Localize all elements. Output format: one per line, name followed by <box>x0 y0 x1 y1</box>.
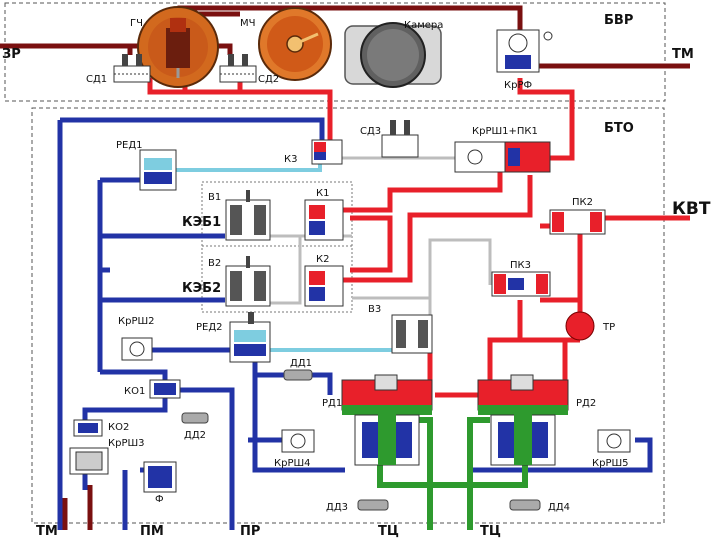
dd4-choke <box>509 499 541 511</box>
label-k2: К2 <box>316 254 329 265</box>
label-pm: ПМ <box>140 524 164 539</box>
label-pk3: ПК3 <box>510 260 531 271</box>
label-tm-top: ТМ <box>672 47 694 62</box>
label-dd2: ДД2 <box>184 430 206 441</box>
label-mch: МЧ <box>240 18 255 29</box>
sd1-valve <box>113 54 151 83</box>
label-tc2: ТЦ <box>480 524 501 539</box>
rd1-unit <box>341 374 433 466</box>
label-bto: БТО <box>604 121 634 136</box>
krsh3-valve <box>69 447 109 475</box>
v1-valve <box>225 190 271 241</box>
label-tm-bottom: ТМ <box>36 524 58 539</box>
k2-valve <box>304 265 344 307</box>
label-k3: К3 <box>284 154 297 165</box>
label-keb1: КЭБ1 <box>182 215 221 230</box>
dd2-choke <box>181 412 209 424</box>
label-kamera: Камера <box>404 20 443 31</box>
v2-valve <box>225 256 271 307</box>
pk2-valve <box>549 209 606 235</box>
red-lines <box>147 60 690 398</box>
krsh1-pk1-valve <box>454 141 551 173</box>
label-v2: В2 <box>208 258 221 269</box>
label-krsh4: КрРШ4 <box>274 458 311 469</box>
label-krsh1-pk1: КрРШ1+ПК1 <box>472 126 538 137</box>
label-krrf: КрРФ <box>504 80 532 91</box>
krsh5-valve <box>597 429 631 453</box>
light-blue-lines <box>155 160 395 352</box>
label-pk2: ПК2 <box>572 197 593 208</box>
v3-valve <box>391 314 433 354</box>
label-tc1: ТЦ <box>378 524 399 539</box>
ko1-valve <box>149 379 181 399</box>
label-f: Ф <box>155 494 164 505</box>
label-pr: ПР <box>240 524 260 539</box>
label-dd4: ДД4 <box>548 502 570 513</box>
label-keb2: КЭБ2 <box>182 281 221 296</box>
dd1-choke <box>283 369 313 381</box>
label-gch: ГЧ <box>130 18 143 29</box>
label-k1: К1 <box>316 188 329 199</box>
krsh4-valve <box>281 429 315 453</box>
label-ko2: КО2 <box>108 422 129 433</box>
label-ko1: КО1 <box>124 386 145 397</box>
label-dd3: ДД3 <box>326 502 348 513</box>
label-sd3: СД3 <box>360 126 381 137</box>
label-krsh5: КрРШ5 <box>592 458 629 469</box>
label-krsh3: КрРШ3 <box>108 438 145 449</box>
dd3-choke <box>357 499 389 511</box>
label-red2: РЕД2 <box>196 322 223 333</box>
label-bvr: БВР <box>604 13 633 28</box>
rd2-unit <box>477 374 569 466</box>
sd3-valve <box>381 120 419 158</box>
label-dd1: ДД1 <box>290 358 312 369</box>
label-v1: В1 <box>208 192 221 203</box>
gch-unit <box>137 6 219 88</box>
tr-reservoir <box>565 311 595 341</box>
label-sd1: СД1 <box>86 74 107 85</box>
filter <box>143 461 177 493</box>
kamera-unit <box>344 22 442 88</box>
mch-unit <box>258 7 332 81</box>
label-kvt: КВТ <box>672 199 711 219</box>
label-sd2: СД2 <box>258 74 279 85</box>
label-red1: РЕД1 <box>116 140 143 151</box>
bto-frame <box>31 107 665 524</box>
label-rd2: РД2 <box>576 398 596 409</box>
krrf-valve <box>496 29 553 73</box>
label-tr: ТР <box>602 322 615 333</box>
bottom-dark-red <box>62 485 93 530</box>
k3-valve <box>311 139 343 165</box>
pk3-valve <box>491 271 551 297</box>
label-v3: В3 <box>368 304 381 315</box>
k1-valve <box>304 199 344 241</box>
grey-lines <box>246 156 492 350</box>
label-rd1: РД1 <box>322 398 342 409</box>
krsh2-valve <box>121 337 153 361</box>
sd2-valve <box>219 54 257 83</box>
red2-valve <box>229 312 271 363</box>
label-krsh2: КрРШ2 <box>118 316 155 327</box>
red1-valve <box>139 149 177 191</box>
ko2-valve <box>73 419 103 437</box>
label-zr: ЗР <box>2 47 21 62</box>
bvr-frame <box>4 2 666 102</box>
